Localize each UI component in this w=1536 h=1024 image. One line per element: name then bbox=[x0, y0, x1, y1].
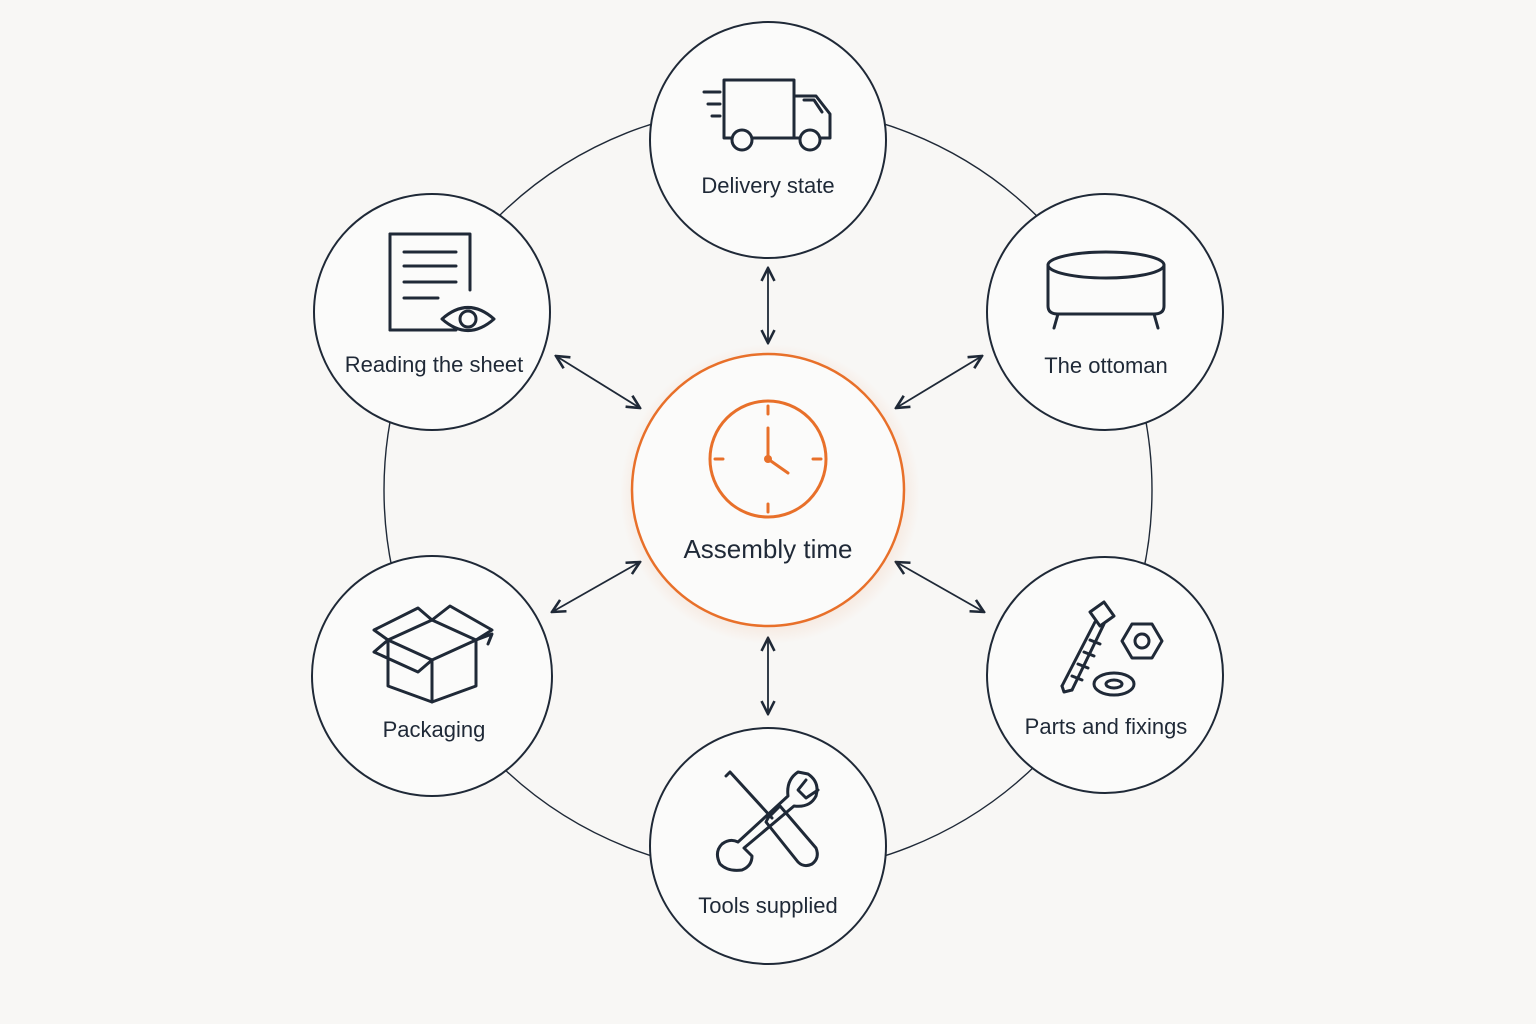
node-parts: Parts and fixings bbox=[986, 556, 1224, 794]
clock-icon bbox=[708, 399, 828, 519]
center-label: Assembly time bbox=[683, 534, 852, 564]
node-circle bbox=[986, 193, 1224, 431]
screwdriver-wrench-icon bbox=[715, 770, 820, 872]
open-box-icon bbox=[372, 604, 494, 704]
center-circle bbox=[630, 352, 906, 628]
node-label-reading: Reading the sheet bbox=[345, 352, 524, 377]
node-tools: Tools supplied bbox=[649, 727, 887, 965]
connector-arrows bbox=[552, 268, 984, 714]
center-node: Assembly time bbox=[620, 344, 920, 644]
screw-nut-washer-icon bbox=[1060, 600, 1164, 697]
node-packaging: Packaging bbox=[311, 555, 553, 797]
arrow-parts bbox=[896, 562, 984, 612]
delivery-truck-icon bbox=[702, 78, 832, 152]
ottoman-icon bbox=[1046, 250, 1166, 330]
node-circle bbox=[649, 727, 887, 965]
node-ottoman: The ottoman bbox=[986, 193, 1224, 431]
arrow-reading bbox=[556, 356, 640, 408]
node-label-packaging: Packaging bbox=[383, 717, 486, 742]
arrow-packaging bbox=[552, 562, 640, 612]
node-label-delivery: Delivery state bbox=[701, 173, 834, 198]
node-circle bbox=[649, 21, 887, 259]
node-reading: Reading the sheet bbox=[313, 193, 551, 431]
arrow-ottoman bbox=[896, 356, 982, 408]
node-circle bbox=[313, 193, 551, 431]
node-label-tools: Tools supplied bbox=[698, 893, 837, 918]
node-label-ottoman: The ottoman bbox=[1044, 353, 1168, 378]
node-delivery: Delivery state bbox=[649, 21, 887, 259]
document-eye-icon bbox=[388, 232, 496, 332]
node-label-parts: Parts and fixings bbox=[1025, 714, 1188, 739]
